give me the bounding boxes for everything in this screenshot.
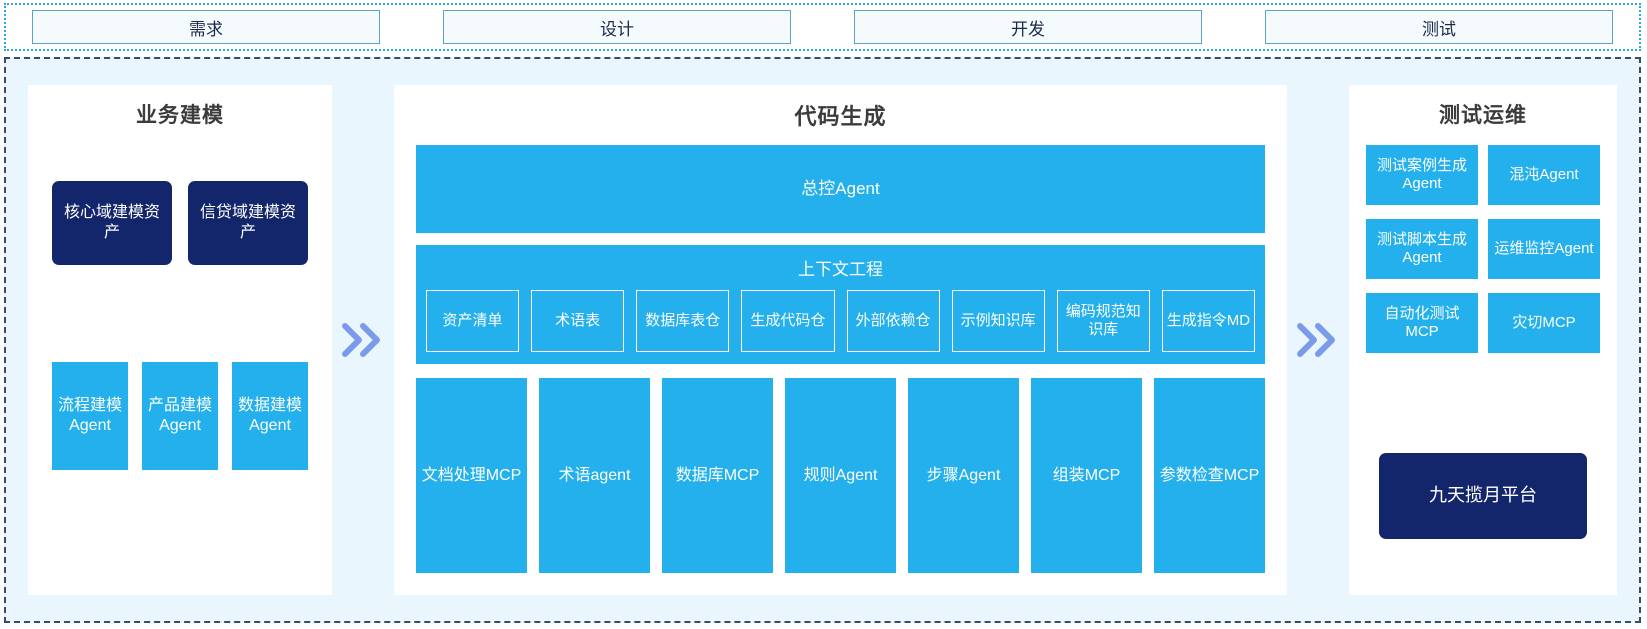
ctx-item-glossary[interactable]: 术语表 <box>531 290 625 352</box>
ctx-item-example-knowledge-base[interactable]: 示例知识库 <box>951 290 1045 352</box>
context-engineering-title: 上下文工程 <box>798 260 883 279</box>
tool-database-mcp[interactable]: 数据库MCP <box>662 378 773 573</box>
ctx-item-db-table-repo[interactable]: 数据库表仓 <box>636 290 730 352</box>
chevron-right-icon-left-to-mid <box>332 85 394 595</box>
jiutian-lanyue-platform[interactable]: 九天揽月平台 <box>1379 453 1587 539</box>
chaos-agent[interactable]: 混沌Agent <box>1488 145 1600 205</box>
agent-product-modeling[interactable]: 产品建模Agent <box>142 362 218 470</box>
panel-title-business-modeling: 业务建模 <box>136 104 224 127</box>
phase-label: 开发 <box>1011 19 1045 39</box>
code-generation-tools-row: 文档处理MCP 术语agent 数据库MCP 规则Agent 步骤Agent 组… <box>416 378 1265 573</box>
tool-assembly-mcp[interactable]: 组装MCP <box>1031 378 1142 573</box>
context-engineering-block: 上下文工程 资产清单 术语表 数据库表仓 生成代码仓 外部依赖仓 示例知识库 编… <box>416 245 1265 364</box>
test-operations-grid: 测试案例生成Agent 混沌Agent 测试脚本生成Agent 运维监控Agen… <box>1366 145 1600 353</box>
ctx-item-coding-standard-knowledge-base[interactable]: 编码规范知识库 <box>1056 290 1150 352</box>
phase-label: 测试 <box>1422 19 1456 39</box>
phase-bar: 需求 设计 开发 测试 <box>4 3 1641 51</box>
tool-rule-agent[interactable]: 规则Agent <box>785 378 896 573</box>
panel-title-code-generation: 代码生成 <box>794 104 887 129</box>
tool-step-agent[interactable]: 步骤Agent <box>908 378 1019 573</box>
phase-box-design[interactable]: 设计 <box>443 10 791 44</box>
chevron-right-icon-mid-to-right <box>1287 85 1349 595</box>
business-agents-group: 流程建模Agent 产品建模Agent 数据建模Agent <box>46 362 314 470</box>
tool-parameter-check-mcp[interactable]: 参数检查MCP <box>1154 378 1265 573</box>
panel-test-operations: 测试运维 测试案例生成Agent 混沌Agent 测试脚本生成Agent 运维监… <box>1349 85 1617 595</box>
disaster-recovery-mcp[interactable]: 灾切MCP <box>1488 293 1600 353</box>
panel-code-generation: 代码生成 总控Agent 上下文工程 资产清单 术语表 数据库表仓 生成代码仓 … <box>394 85 1287 595</box>
phase-label: 需求 <box>189 19 223 39</box>
tool-glossary-agent[interactable]: 术语agent <box>539 378 650 573</box>
ctx-item-external-dependency-repo[interactable]: 外部依赖仓 <box>846 290 940 352</box>
ctx-item-generated-code-repo[interactable]: 生成代码仓 <box>741 290 835 352</box>
test-script-generation-agent[interactable]: 测试脚本生成Agent <box>1366 219 1478 279</box>
panel-business-modeling: 业务建模 核心域建模资产 信贷域建模资产 流程建模Agent 产品建模Agent… <box>28 85 332 595</box>
master-agent-box[interactable]: 总控Agent <box>416 145 1265 233</box>
context-engineering-items: 资产清单 术语表 数据库表仓 生成代码仓 外部依赖仓 示例知识库 编码规范知识库… <box>426 290 1255 352</box>
ctx-item-generation-instruction-md[interactable]: 生成指令MD <box>1161 290 1255 352</box>
test-case-generation-agent[interactable]: 测试案例生成Agent <box>1366 145 1478 205</box>
agent-data-modeling[interactable]: 数据建模Agent <box>232 362 308 470</box>
phase-box-testing[interactable]: 测试 <box>1265 10 1613 44</box>
phase-label: 设计 <box>600 19 634 39</box>
architecture-stage: 业务建模 核心域建模资产 信贷域建模资产 流程建模Agent 产品建模Agent… <box>4 57 1641 623</box>
panel-title-test-operations: 测试运维 <box>1439 104 1527 127</box>
phase-box-development[interactable]: 开发 <box>854 10 1202 44</box>
agent-process-modeling[interactable]: 流程建模Agent <box>52 362 128 470</box>
ctx-item-asset-list[interactable]: 资产清单 <box>426 290 520 352</box>
automated-test-mcp[interactable]: 自动化测试MCP <box>1366 293 1478 353</box>
asset-credit-domain[interactable]: 信贷域建模资产 <box>188 181 308 265</box>
phase-box-requirements[interactable]: 需求 <box>32 10 380 44</box>
business-assets-group: 核心域建模资产 信贷域建模资产 <box>50 181 310 265</box>
tool-document-processing-mcp[interactable]: 文档处理MCP <box>416 378 527 573</box>
code-generation-content: 总控Agent 上下文工程 资产清单 术语表 数据库表仓 生成代码仓 外部依赖仓… <box>416 145 1265 573</box>
ops-monitoring-agent[interactable]: 运维监控Agent <box>1488 219 1600 279</box>
asset-core-domain[interactable]: 核心域建模资产 <box>52 181 172 265</box>
